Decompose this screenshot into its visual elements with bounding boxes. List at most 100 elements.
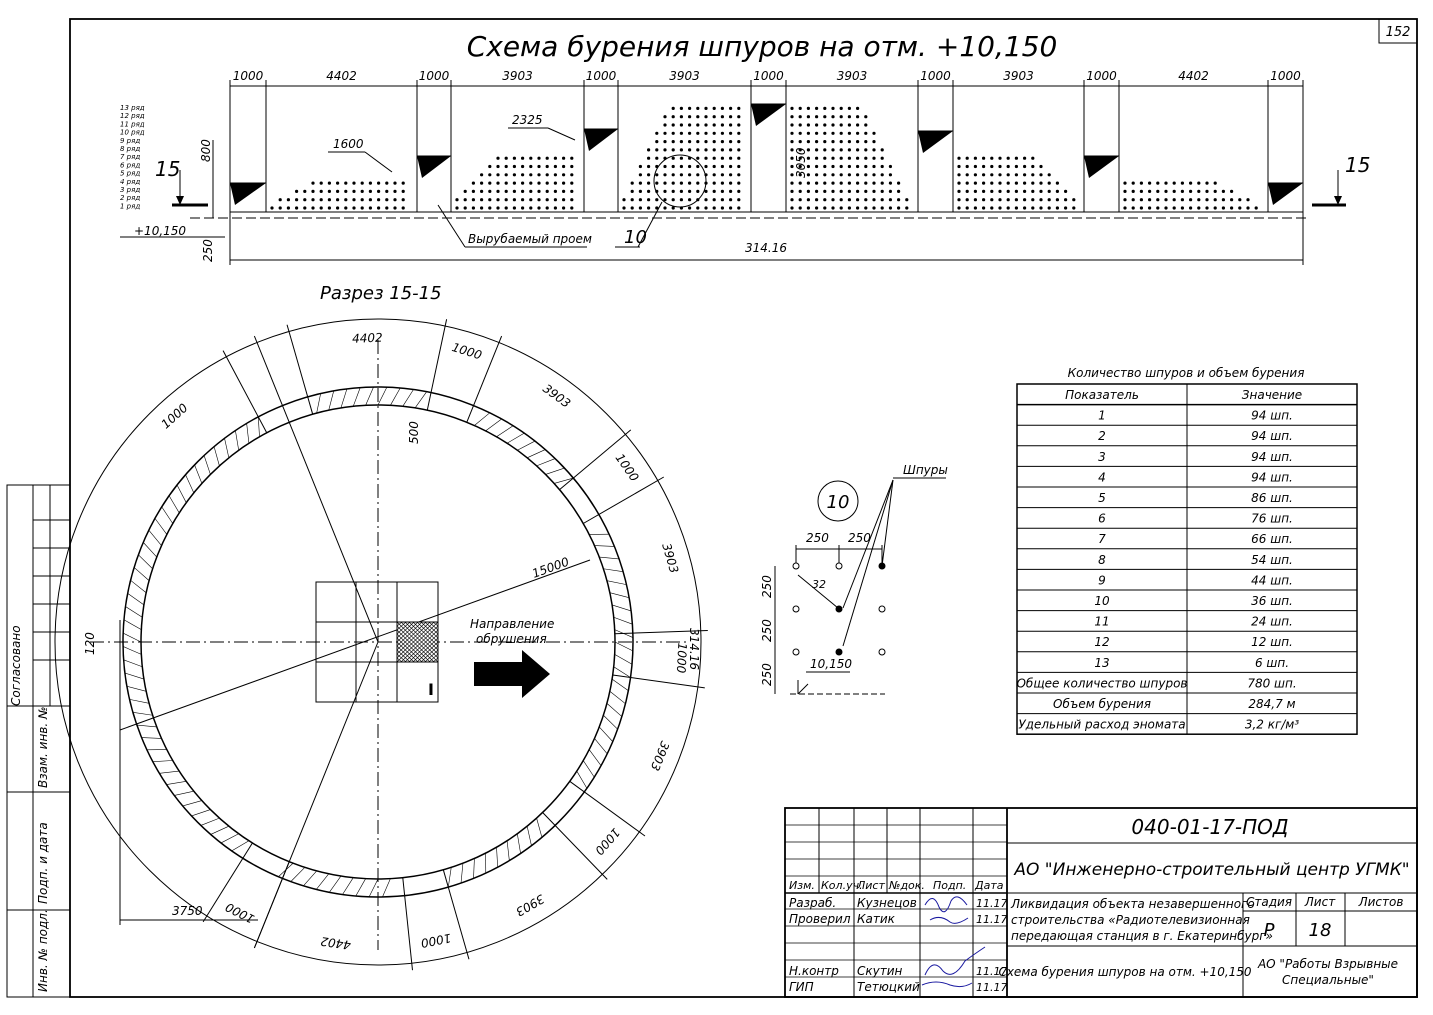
drill-hole	[847, 173, 852, 177]
top-dim-label: 1000	[1270, 69, 1301, 83]
drill-hole	[319, 181, 323, 185]
drill-hole	[562, 173, 566, 177]
drill-hole	[864, 131, 868, 135]
drill-hole	[655, 131, 659, 135]
table-cell-label: 4	[1098, 470, 1106, 484]
wall-hatch	[154, 518, 168, 535]
drill-hole	[704, 131, 708, 135]
object-line2: строительства «Радиотелевизионная	[1011, 913, 1250, 927]
table-cell-value: 36 шп.	[1251, 594, 1293, 608]
hatch-line	[408, 633, 439, 663]
drill-hole	[327, 181, 331, 185]
drill-hole	[671, 106, 675, 110]
hatch-line	[420, 621, 439, 639]
drill-hole	[512, 206, 517, 210]
drill-hole	[729, 115, 733, 119]
drill-hole	[998, 181, 1002, 185]
wall-hatch	[182, 800, 202, 807]
drill-hole	[973, 198, 978, 202]
drill-hole	[496, 189, 500, 193]
drill-hole	[1197, 198, 1201, 202]
drill-hole	[806, 189, 811, 193]
drill-hole	[798, 106, 802, 110]
drill-hole	[471, 189, 475, 193]
drill-hole	[839, 148, 843, 152]
drill-hole	[622, 198, 626, 202]
detail-dim-250-b: 250	[848, 531, 871, 545]
drill-hole	[957, 206, 961, 210]
drill-hole	[570, 181, 574, 185]
detail-dim-250-d: 250	[760, 619, 774, 642]
level-label: +10,150	[134, 224, 186, 238]
drill-hole	[655, 156, 659, 160]
drill-hole	[1246, 198, 1250, 202]
detail-ref-elev: 10	[624, 227, 647, 248]
table-cell-label: 3	[1098, 450, 1106, 464]
drill-hole	[630, 206, 634, 210]
drill-hole	[529, 206, 533, 210]
wall-hatch	[257, 416, 260, 437]
drill-hole	[1072, 206, 1076, 210]
drill-hole	[897, 206, 901, 210]
drill-hole	[671, 115, 675, 119]
drill-hole	[965, 189, 969, 193]
wall-hatch	[473, 858, 475, 879]
drill-hole	[270, 206, 274, 210]
sheet-number: 152	[1386, 25, 1411, 40]
drill-hole	[545, 156, 549, 160]
opening-wedge	[1268, 183, 1303, 205]
drill-hole	[815, 198, 819, 202]
wall-hatch	[582, 760, 595, 778]
row-label: 11 ряд	[120, 120, 145, 128]
drill-hole	[455, 198, 459, 202]
drill-hole	[671, 181, 675, 185]
row-label: 5 ряд	[120, 170, 140, 178]
drill-hole	[815, 206, 819, 210]
drill-hole	[545, 206, 549, 210]
drill-hole	[311, 189, 315, 193]
drill-hole	[1039, 173, 1043, 177]
drill-hole	[537, 156, 541, 160]
drill-hole	[790, 140, 794, 144]
date-gip: 11.17	[976, 981, 1008, 994]
drill-hole	[352, 189, 356, 193]
sheet-number-box	[1378, 18, 1418, 44]
drill-hole	[704, 164, 708, 169]
wall-hatch	[460, 863, 464, 884]
drill-hole	[957, 156, 961, 160]
wall-hatch	[231, 840, 250, 852]
drill-hole	[504, 181, 508, 185]
table-cell-value: 86 шп.	[1251, 491, 1293, 505]
drill-hole	[1205, 198, 1209, 202]
drill-hole	[1031, 181, 1035, 185]
drill-hole	[729, 131, 733, 135]
drill-hole	[720, 131, 725, 135]
arc-dim-label: 1000	[223, 900, 257, 927]
drill-hole	[815, 106, 819, 110]
detail-hole	[792, 605, 800, 613]
wall-hatch	[290, 867, 305, 882]
drill-hole	[655, 206, 659, 210]
drill-hole	[1164, 189, 1168, 193]
hatch-line	[404, 621, 439, 655]
drill-hole	[998, 173, 1002, 177]
cross-hatched-cell	[396, 621, 439, 663]
drill-hole	[1014, 198, 1019, 202]
title-block	[784, 807, 1418, 998]
drill-hole	[847, 115, 852, 119]
drill-hole	[847, 123, 852, 127]
drill-hole	[888, 181, 893, 185]
wall-hatch	[329, 875, 342, 893]
drill-hole	[696, 131, 700, 135]
drill-hole	[570, 164, 574, 169]
arc-dim-label: 1000	[159, 400, 191, 431]
drill-hole	[856, 164, 860, 169]
drill-hole	[385, 198, 389, 202]
wall-hatch	[527, 449, 546, 459]
table-cell-value: 94 шп.	[1251, 470, 1293, 484]
drill-hole	[704, 123, 708, 127]
drill-hole	[1055, 206, 1059, 210]
wall-hatch	[161, 506, 174, 524]
drill-hole	[831, 115, 835, 119]
drill-hole	[965, 156, 969, 160]
